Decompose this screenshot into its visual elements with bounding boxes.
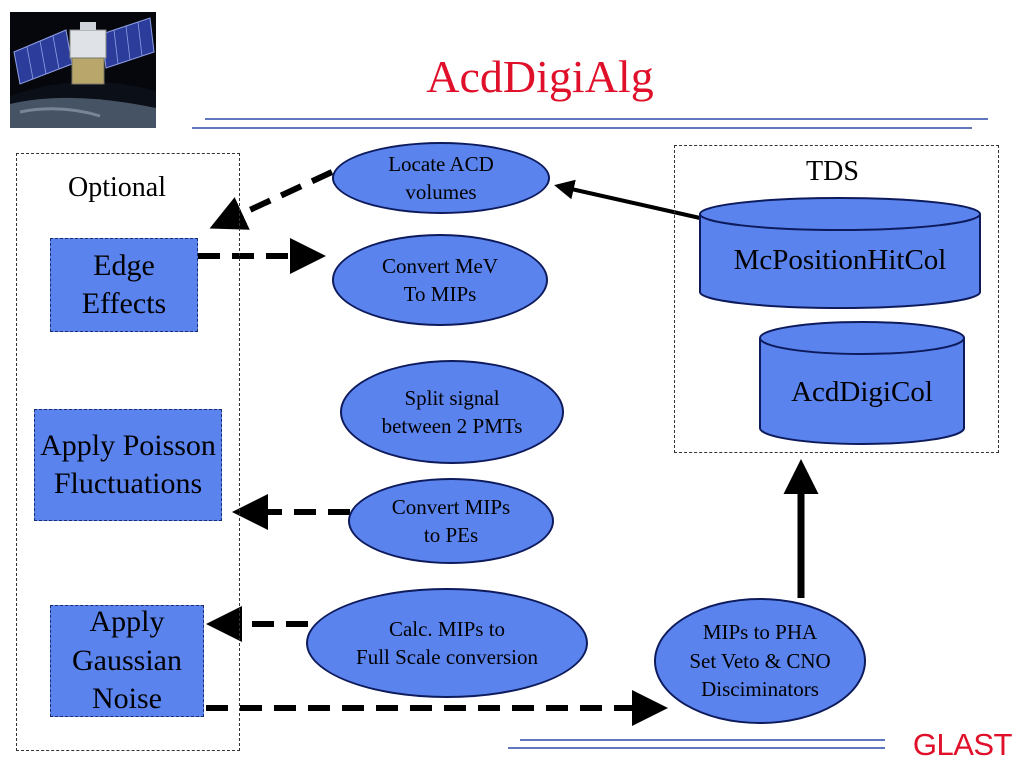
cylinder-mcpositionhitcol bbox=[699, 197, 981, 309]
step-apply-gaussian-noise: Apply Gaussian Noise bbox=[50, 605, 204, 717]
ellipse-calc-mips-full-scale: Calc. MIPs to Full Scale conversion bbox=[306, 588, 588, 698]
slide-title: AcdDigiAlg bbox=[426, 51, 654, 102]
step-label: Edge Effects bbox=[81, 248, 167, 320]
step-label: Apply Gaussian Noise bbox=[72, 605, 182, 716]
collection-label: AcdDigiCol bbox=[791, 376, 933, 408]
optional-group-label: Optional bbox=[68, 172, 166, 203]
collection-label: McPositionHitCol bbox=[733, 244, 947, 276]
tds-group bbox=[674, 145, 999, 453]
ellipse-convert-mev-to-mips: Convert MeV To MIPs bbox=[332, 234, 548, 326]
cylinder-acddigicol bbox=[759, 321, 965, 445]
ellipse-convert-mips-to-pes: Convert MIPs to PEs bbox=[348, 478, 554, 564]
arrow-hitcol-to-locate bbox=[554, 179, 701, 220]
ellipse-label: Convert MeV To MIPs bbox=[381, 253, 499, 306]
tds-group-label: TDS bbox=[806, 156, 859, 187]
ellipse-label: Convert MIPs to PEs bbox=[391, 494, 511, 547]
glast-satellite-logo bbox=[10, 12, 156, 128]
ellipse-label: MIPs to PHA Set Veto & CNO Disciminators bbox=[689, 620, 831, 702]
step-apply-poisson-fluctuations: Apply Poisson Fluctuations bbox=[34, 409, 222, 521]
step-edge-effects: Edge Effects bbox=[50, 238, 198, 332]
ellipse-label: Split signal between 2 PMTs bbox=[381, 385, 523, 438]
arrow-locate-to-edge bbox=[209, 169, 334, 230]
ellipse-locate-acd-volumes: Locate ACD volumes bbox=[332, 142, 550, 214]
glast-footer-logo: GLAST bbox=[912, 727, 1013, 762]
ellipse-split-signal: Split signal between 2 PMTs bbox=[340, 360, 564, 464]
ellipse-mips-to-pha: MIPs to PHA Set Veto & CNO Disciminators bbox=[654, 598, 866, 724]
ellipse-label: Calc. MIPs to Full Scale conversion bbox=[356, 616, 538, 669]
ellipse-label: Locate ACD volumes bbox=[388, 151, 494, 204]
optional-group bbox=[16, 153, 240, 751]
step-label: Apply Poisson Fluctuations bbox=[40, 428, 216, 500]
